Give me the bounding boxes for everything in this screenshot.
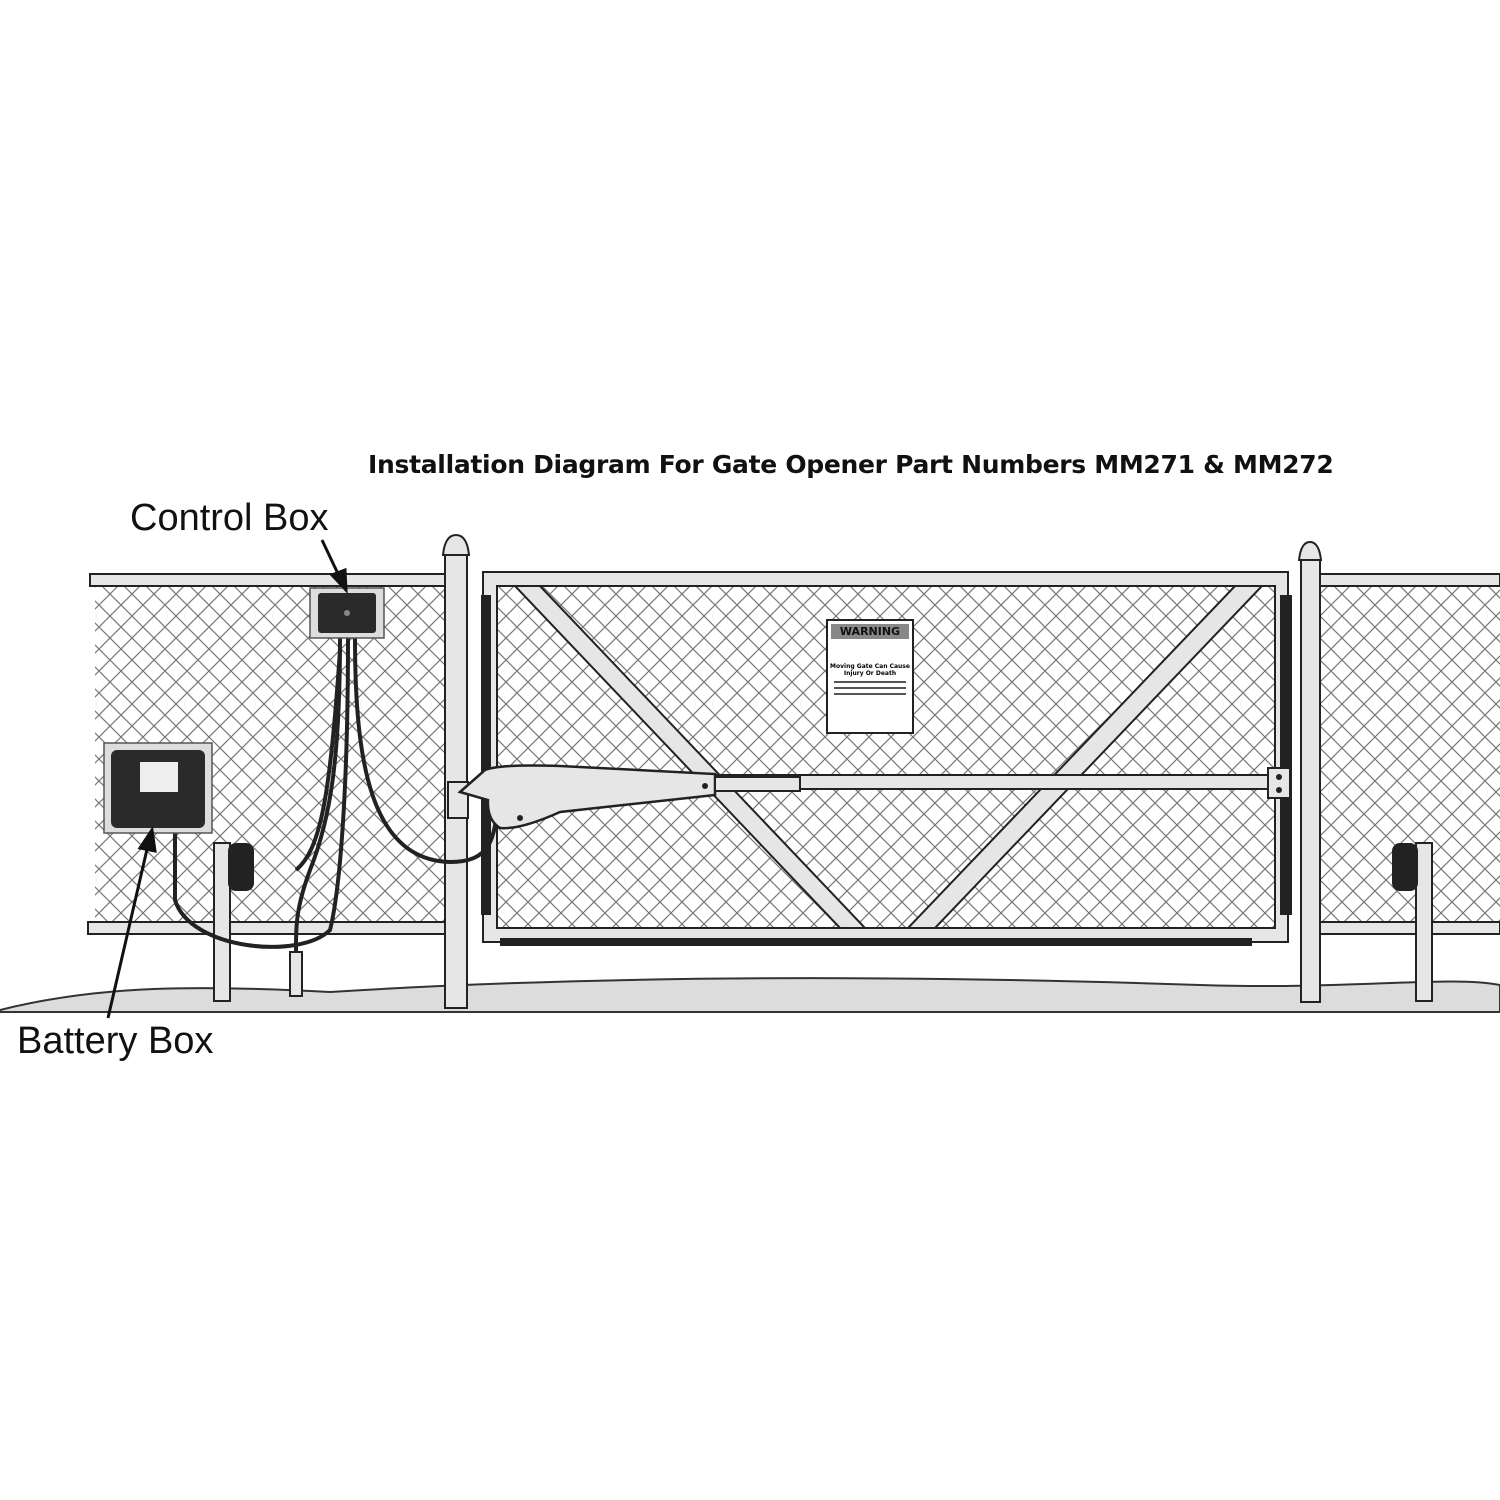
ground	[0, 977, 1500, 1013]
warning-heading: WARNING	[831, 624, 909, 639]
warning-sign: WARNING Moving Gate Can Cause Injury Or …	[826, 619, 914, 734]
cable-eye	[294, 649, 342, 872]
cable-ground	[293, 637, 342, 953]
left-fence-top-rail	[89, 573, 446, 587]
gate-opener-arm	[457, 764, 717, 830]
photo-eye-left	[228, 843, 254, 891]
latch-post-cap	[1297, 540, 1323, 561]
hinge-post-cap	[441, 533, 471, 556]
latch-bracket	[1267, 767, 1291, 799]
diagram-title: Installation Diagram For Gate Opener Par…	[368, 450, 1334, 479]
gate-latch-strip	[1280, 595, 1292, 915]
battery-box-arrow	[106, 844, 150, 1019]
gate-bottom-strip	[500, 938, 1252, 946]
warning-message: Moving Gate Can Cause Injury Or Death	[830, 663, 910, 677]
gate-brace-right	[905, 585, 1265, 929]
control-box-label: Control Box	[130, 497, 329, 539]
right-fence-bottom-rail	[1319, 921, 1500, 935]
left-fence-bottom-rail	[87, 921, 446, 935]
sensor-post-right	[1415, 842, 1433, 1002]
sensor-post-left	[213, 842, 231, 1002]
battery-box-label: Battery Box	[17, 1020, 214, 1062]
right-fence-top-rail	[1319, 573, 1500, 587]
photo-eye-right	[1392, 843, 1418, 891]
opener-actuator-rod	[714, 776, 801, 792]
latch-post	[1300, 559, 1321, 1003]
warning-fine-print	[834, 681, 906, 683]
cable-opener	[353, 637, 500, 865]
cable-battery	[173, 637, 350, 949]
gate-hinge-strip	[481, 595, 491, 915]
ground-rod	[289, 951, 303, 997]
gate-brace-left	[512, 585, 868, 929]
